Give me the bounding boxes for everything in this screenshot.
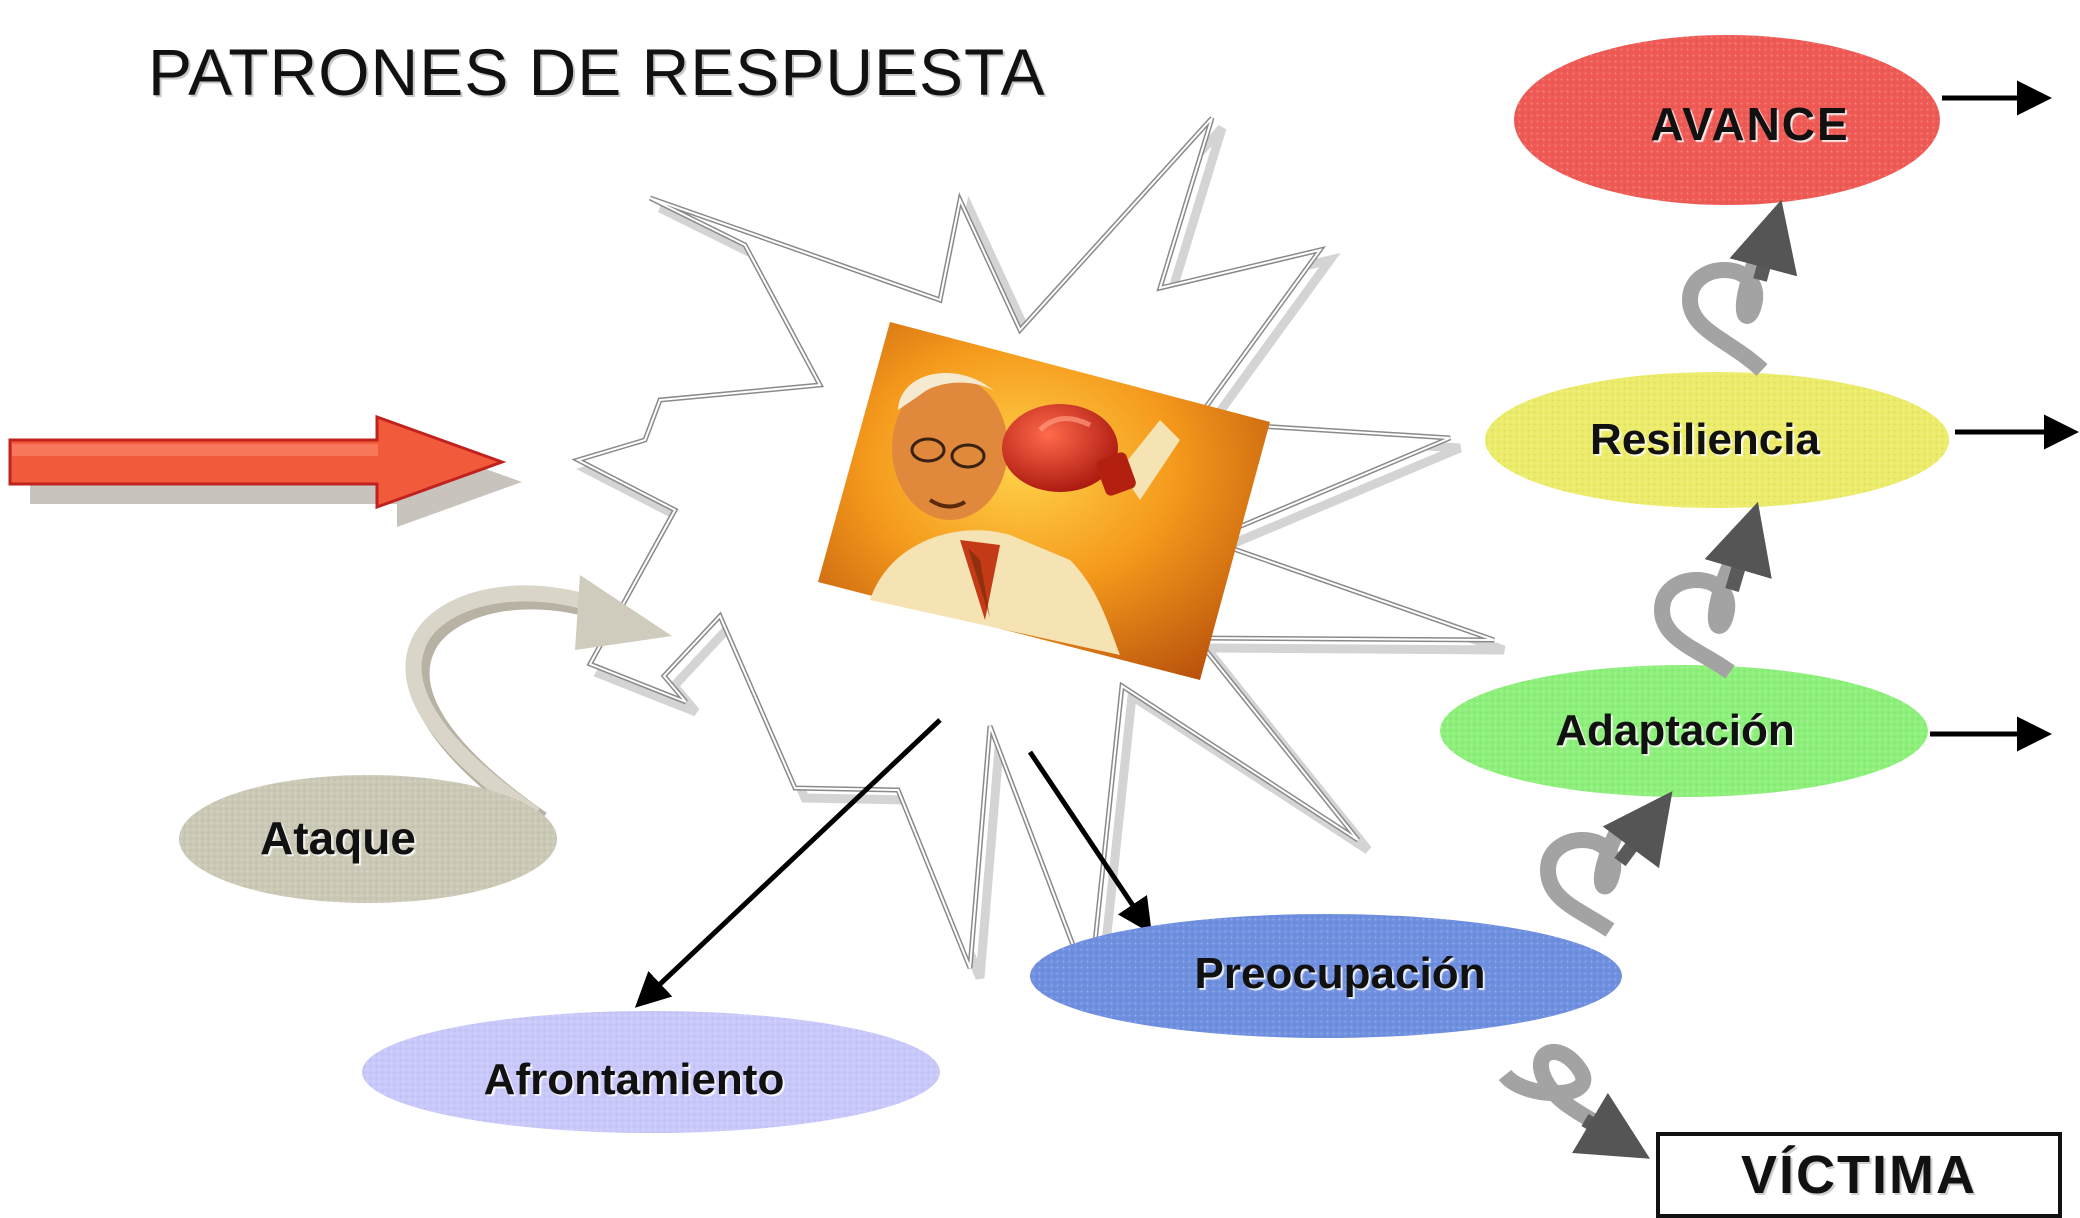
node-ataque-label: Ataque bbox=[260, 812, 416, 864]
node-resiliencia-shape bbox=[1485, 372, 1949, 508]
node-avance-shape bbox=[1514, 35, 1940, 205]
node-ataque-shape bbox=[179, 775, 557, 903]
arrow-to-afrontamiento bbox=[634, 718, 942, 1008]
node-victima-box: VÍCTIMA bbox=[1656, 1132, 2062, 1218]
page-title: PATRONES DE RESPUESTA bbox=[148, 35, 1046, 109]
node-resiliencia-label: Resiliencia bbox=[1590, 415, 1820, 464]
node-adaptacion-shape bbox=[1440, 665, 1928, 797]
curl-arrow-preocupacion-to-victima bbox=[1498, 1044, 1651, 1159]
boxer-man-photo bbox=[818, 322, 1270, 680]
curl-arrow-adaptacion-to-resiliencia bbox=[1653, 501, 1772, 679]
curl-arrow-preocupacion-to-adaptacion bbox=[1539, 791, 1673, 937]
arrow-to-preocupacion bbox=[1027, 750, 1152, 934]
node-adaptacion-label: Adaptación bbox=[1555, 706, 1795, 755]
node-preocupacion-label: Preocupación bbox=[1194, 949, 1486, 998]
curl-arrow-resiliencia-to-avance bbox=[1681, 199, 1798, 376]
node-afrontamiento-label: Afrontamiento bbox=[483, 1055, 785, 1104]
node-victima-label: VÍCTIMA bbox=[1741, 1145, 1977, 1205]
node-avance-label: AVANCE bbox=[1650, 98, 1850, 150]
node-afrontamiento-shape bbox=[362, 1011, 940, 1133]
node-preocupacion-shape bbox=[1030, 914, 1622, 1038]
ataque-curve-arrow bbox=[405, 575, 672, 830]
input-arrow bbox=[8, 414, 522, 527]
